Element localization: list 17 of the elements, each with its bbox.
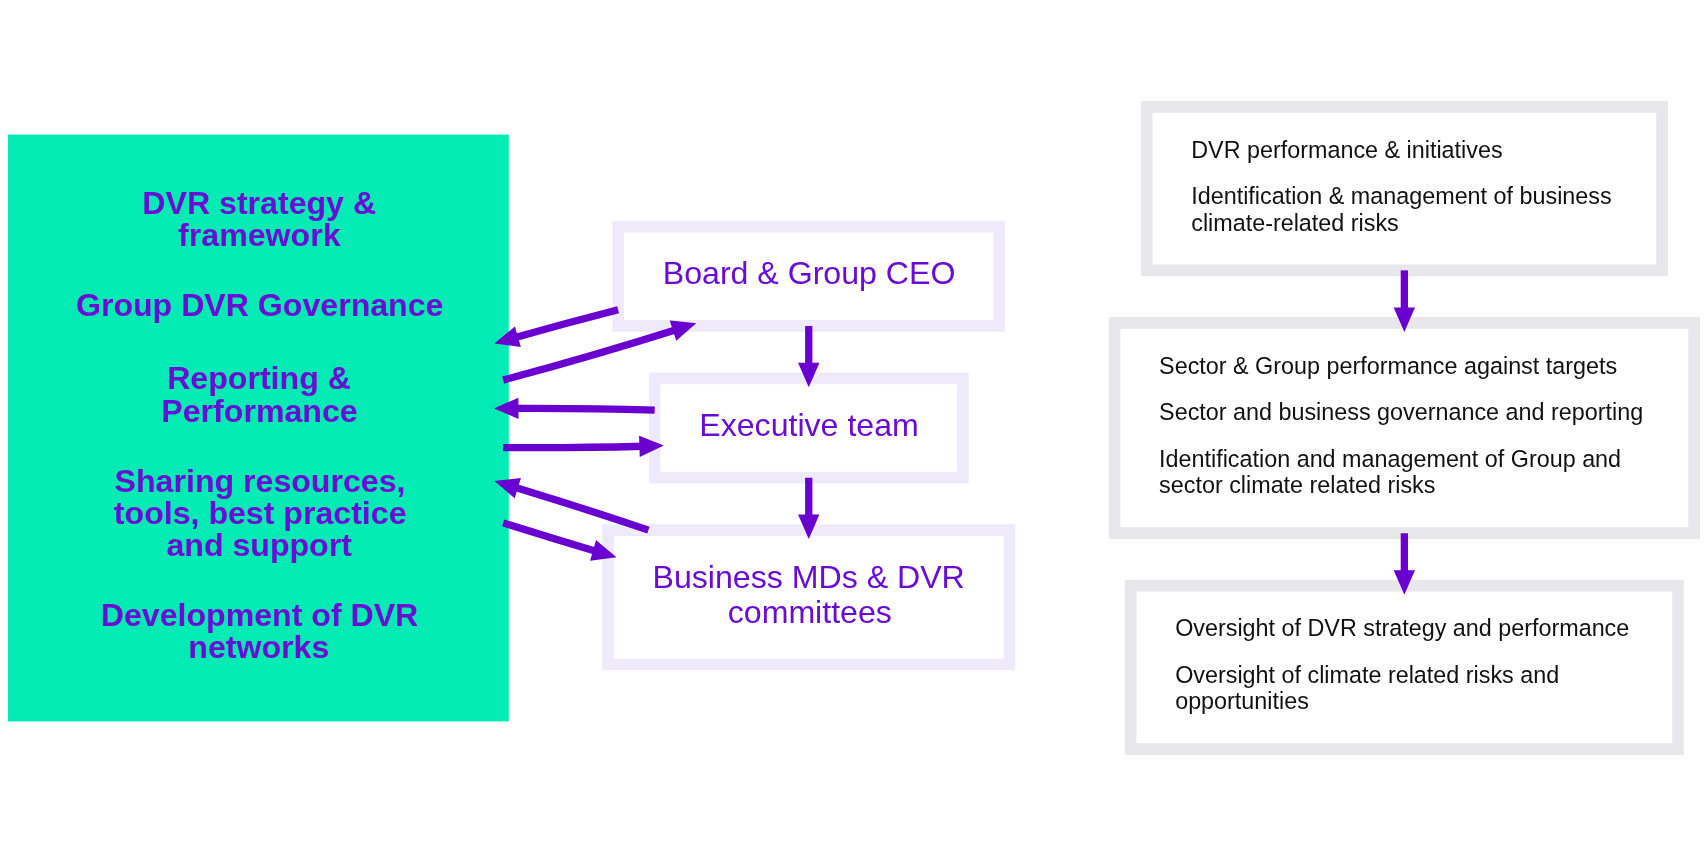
arrow	[798, 477, 820, 539]
arrow	[502, 320, 697, 384]
arrow	[494, 397, 655, 419]
node-box: DVR performance & initiatives Identification & management of business climate-related risks	[1140, 101, 1668, 277]
arrow	[494, 306, 620, 348]
node-box: Business MDs & DVR committees	[602, 524, 1016, 671]
node-box: Board & Group CEO	[612, 220, 1006, 332]
node-box: DVR strategy & framework Group DVR Governance Reporting & Performance Sharing resources, tools, best practice and support Development of DVR networks	[8, 134, 509, 722]
arrow	[502, 519, 617, 561]
node-box: Sector & Group performance against targets Sector and business governance and reporting Identification and management of Group and sector climate related risks	[1108, 317, 1700, 539]
arrow	[1393, 533, 1416, 595]
arrow	[503, 435, 664, 458]
node-box: Executive team	[648, 372, 969, 484]
arrow	[798, 326, 820, 388]
arrow	[1393, 270, 1416, 332]
node-box: Oversight of DVR strategy and performance Oversight of climate related risks and opportunities	[1124, 579, 1684, 755]
arrow	[494, 477, 650, 534]
